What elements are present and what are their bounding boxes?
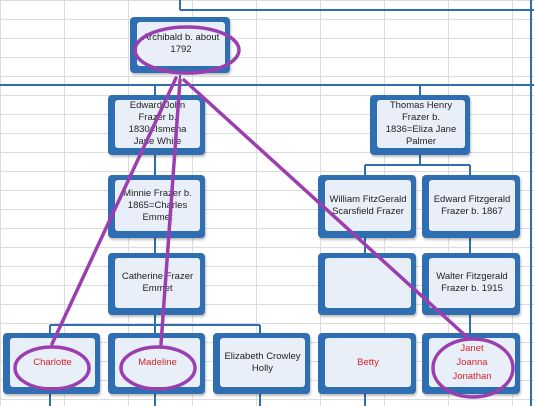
node-label: Elizabeth Crowley Holly <box>224 350 301 374</box>
connector-thomas-children <box>364 155 471 175</box>
node-label: Edward John Frazer b. 1830=Ismena Jane W… <box>128 100 187 147</box>
node-label: Catherine Frazer Emmet <box>121 271 194 294</box>
node-edward-john[interactable]: Edward John Frazer b. 1830=Ismena Jane W… <box>108 95 205 155</box>
connector-catherine-children <box>49 315 261 333</box>
node-edward-fitzgerald[interactable]: Edward Fitzgerald Frazer b. 1867 <box>422 175 520 238</box>
annotation-circle-janet <box>431 337 515 399</box>
annotation-line-to-janet <box>182 78 470 340</box>
node-walter[interactable]: Walter Fitzgerald Frazer b. 1915 <box>422 253 520 315</box>
connector-top <box>179 0 534 11</box>
node-label: Madeline <box>138 356 177 368</box>
node-label: Betty <box>357 356 379 368</box>
node-betty[interactable]: Betty <box>318 333 416 394</box>
annotation-circle-madeline <box>119 345 197 391</box>
node-label: Thomas Henry Frazer b. 1836=Eliza Jane P… <box>385 100 457 147</box>
annotation-circle-archibald <box>133 25 241 75</box>
node-blank[interactable] <box>318 253 416 315</box>
node-label: William FitzGerald Scarsfield Frazer <box>329 193 407 217</box>
node-label: Janet Joanna Jonathan <box>452 342 492 382</box>
node-label: Minnie Frazer b. 1865=Charles Emmet <box>123 187 192 223</box>
annotation-line-to-charlotte <box>50 76 178 346</box>
annotation-line-to-madeline <box>159 78 182 346</box>
node-madeline[interactable]: Madeline <box>108 333 205 394</box>
node-elizabeth[interactable]: Elizabeth Crowley Holly <box>213 333 310 394</box>
node-label: Edward Fitzgerald Frazer b. 1867 <box>433 193 511 217</box>
node-catherine[interactable]: Catherine Frazer Emmet <box>108 253 205 315</box>
node-label: Charlotte <box>33 356 72 368</box>
node-label: Archibald b. about 1792 <box>142 32 220 55</box>
annotation-circle-charlotte <box>13 345 91 391</box>
node-thomas-henry[interactable]: Thomas Henry Frazer b. 1836=Eliza Jane P… <box>370 95 470 155</box>
connector-bottom-stubs <box>49 394 366 406</box>
node-label: Walter Fitzgerald Frazer b. 1915 <box>436 271 508 294</box>
